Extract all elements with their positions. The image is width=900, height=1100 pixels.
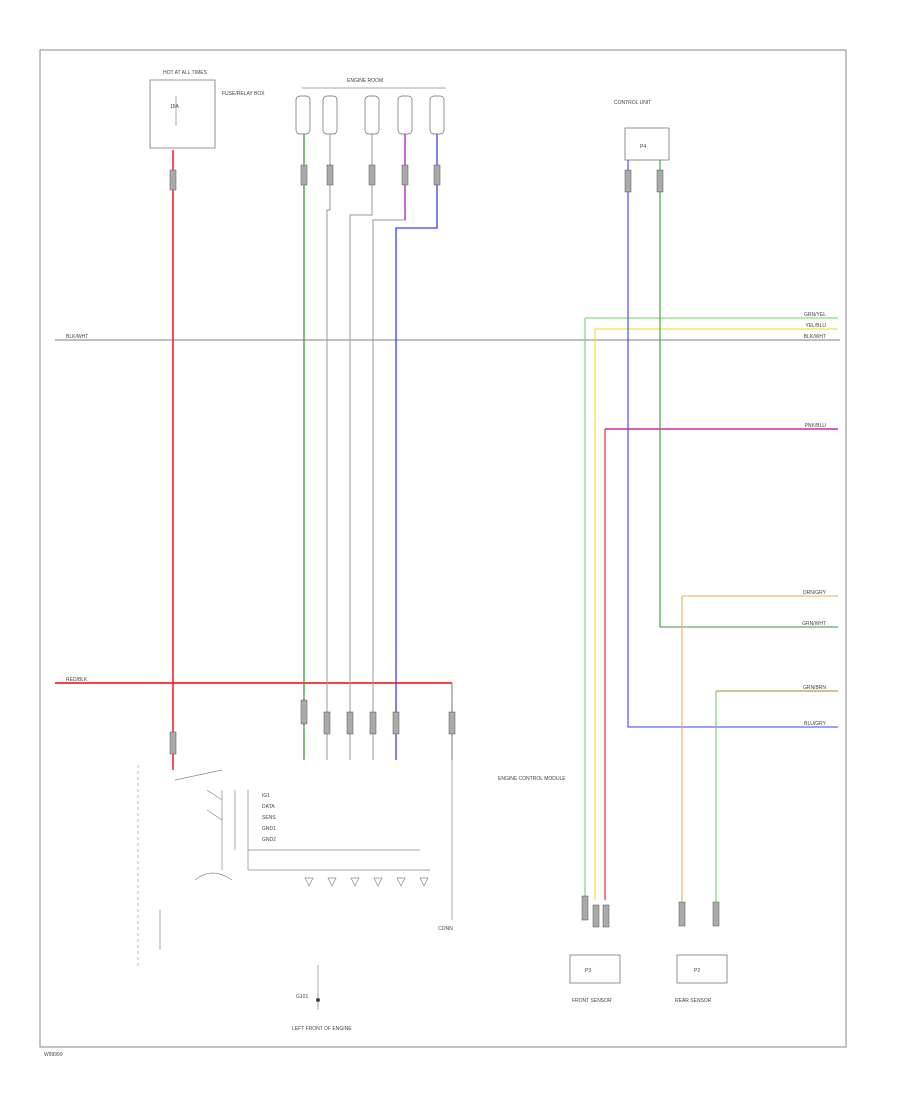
module-item-0: IG1 <box>262 793 270 799</box>
lower-connector-pins <box>169 699 456 755</box>
ground-desc: LEFT FRONT OF ENGINE <box>292 1026 352 1032</box>
wire-gray-vertical-2 <box>349 134 373 760</box>
right-label-0: GRN/YEL <box>804 312 826 318</box>
right-label-2: BLK/WHT <box>804 334 826 340</box>
control-unit: CONTROL UNIT P4 <box>614 100 670 161</box>
right-label-4: ORN/GRY <box>803 590 827 596</box>
left-wire-label: BLK/WHT <box>66 334 88 340</box>
engine-control-module: IG1 DATA SENS GND1 GND2 ENGINE CONTROL M… <box>137 760 566 968</box>
wire-magenta-right <box>604 428 838 900</box>
wire-yellow-right <box>594 328 838 900</box>
right-label-1: YEL/BLU <box>805 323 826 329</box>
sensor-rear: P2 REAR SENSOR <box>675 901 728 1004</box>
module-item-4: GND2 <box>262 837 276 843</box>
module-item-2: SENS <box>262 815 276 821</box>
bottom-mid-label: CONN <box>438 926 453 932</box>
wire-blue-vertical <box>395 134 438 760</box>
fuse-box: HOT AT ALL TIMES 15A FUSE/RELAY BOX <box>149 70 265 149</box>
module-item-3: GND1 <box>262 826 276 832</box>
module-desc: ENGINE CONTROL MODULE <box>498 776 566 782</box>
ground-label: G101 <box>296 994 308 1000</box>
sensor-front: P3 FRONT SENSOR <box>569 895 621 1004</box>
left-red-label: RED/BLK <box>66 677 88 683</box>
module-item-labels: IG1 DATA SENS GND1 GND2 <box>262 793 276 843</box>
wire-light-green-right <box>584 317 838 900</box>
module-item-1: DATA <box>262 804 275 810</box>
footer-id: W99999 <box>44 1052 63 1058</box>
sensor1-box-label: P3 <box>585 968 591 974</box>
wire-green-right <box>659 160 838 628</box>
module-pin-row <box>304 877 429 887</box>
right-wire-labels: GRN/YEL YEL/BLU BLK/WHT PNK/BLU ORN/GRY … <box>802 312 827 727</box>
sensor2-desc: REAR SENSOR <box>675 998 712 1004</box>
wire-blue-right <box>627 160 838 728</box>
wire-gray-vertical-1 <box>326 134 331 760</box>
ground-point: G101 LEFT FRONT OF ENGINE <box>292 965 352 1032</box>
right-top-box-label: P4 <box>640 144 646 150</box>
right-label-6: GRN/BRN <box>803 685 826 691</box>
fuse-box-desc: FUSE/RELAY BOX <box>222 91 265 97</box>
sensor2-box-label: P2 <box>694 968 700 974</box>
sensor1-desc: FRONT SENSOR <box>572 998 612 1004</box>
right-label-5: GRN/WHT <box>802 621 826 627</box>
right-label-3: PNK/BLU <box>805 423 827 429</box>
fuse-top-title: HOT AT ALL TIMES <box>163 70 208 76</box>
diagram-frame <box>39 49 847 1048</box>
wire-tan-right <box>681 595 838 905</box>
mid-top-title: ENGINE ROOM <box>347 78 383 84</box>
top-connector-group: ENGINE ROOM <box>295 78 446 135</box>
top-connector-pins <box>169 164 441 191</box>
right-top-title: CONTROL UNIT <box>614 100 651 106</box>
right-label-7: BLU/GRY <box>804 721 827 727</box>
fuse-value: 15A <box>170 104 180 110</box>
